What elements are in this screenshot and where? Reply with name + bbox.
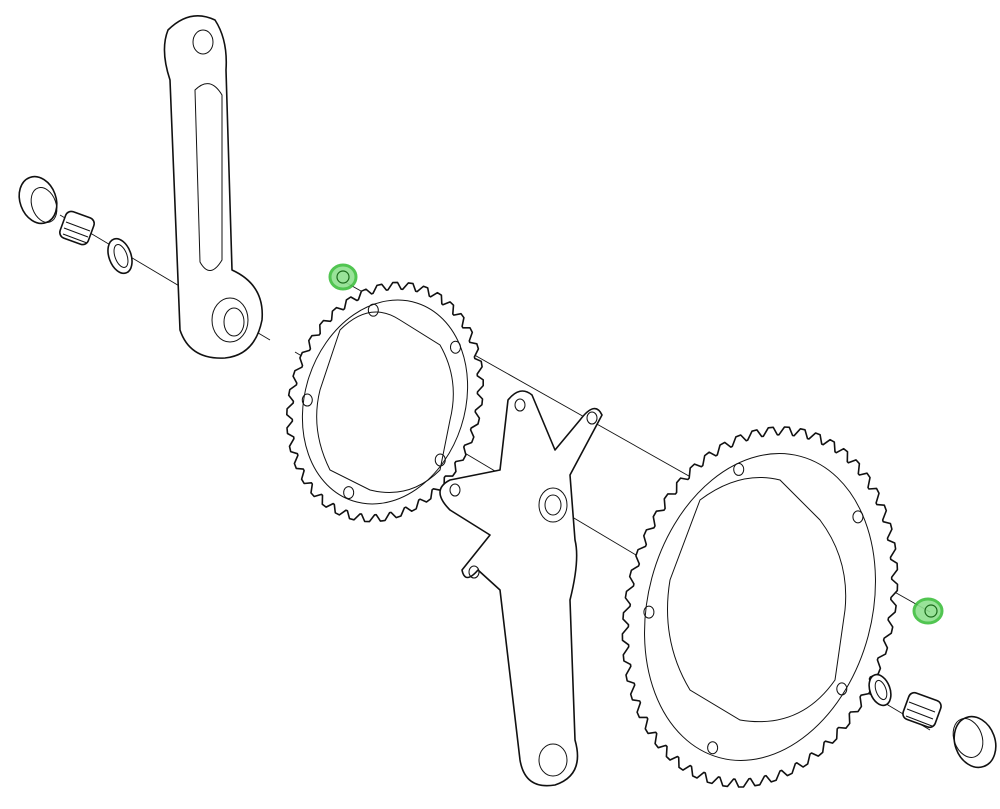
chainring-bolt-hole [343,486,355,500]
chainring-bolt-hole [434,453,446,467]
left-crank-arm[interactable] [163,14,264,359]
right-crank-cap[interactable] [947,711,1000,774]
right-crank-arm-spider[interactable] [439,390,603,787]
chainring-bolt-hole [449,340,461,354]
chainring-bolt-hole [643,605,655,619]
chainring-bolt-hole [836,682,848,696]
left-washer[interactable] [104,235,137,276]
right-washer[interactable] [865,672,895,709]
left-crank-cap[interactable] [13,171,63,228]
inner-chainring[interactable] [277,278,493,525]
chainring-bolt-hole [852,510,864,524]
chainring-bolt-hole [733,462,745,476]
left-crank-bolt[interactable] [58,210,96,247]
chainring-bolt-right[interactable] [912,597,944,625]
chainring-bolt-hole [301,393,313,407]
chainring-bolt-hole [707,741,719,755]
chainring-bolt-left[interactable] [328,263,358,291]
chainring-bolt-hole [367,303,379,317]
outer-chainring[interactable] [611,426,908,788]
right-crank-bolt[interactable] [901,691,943,729]
